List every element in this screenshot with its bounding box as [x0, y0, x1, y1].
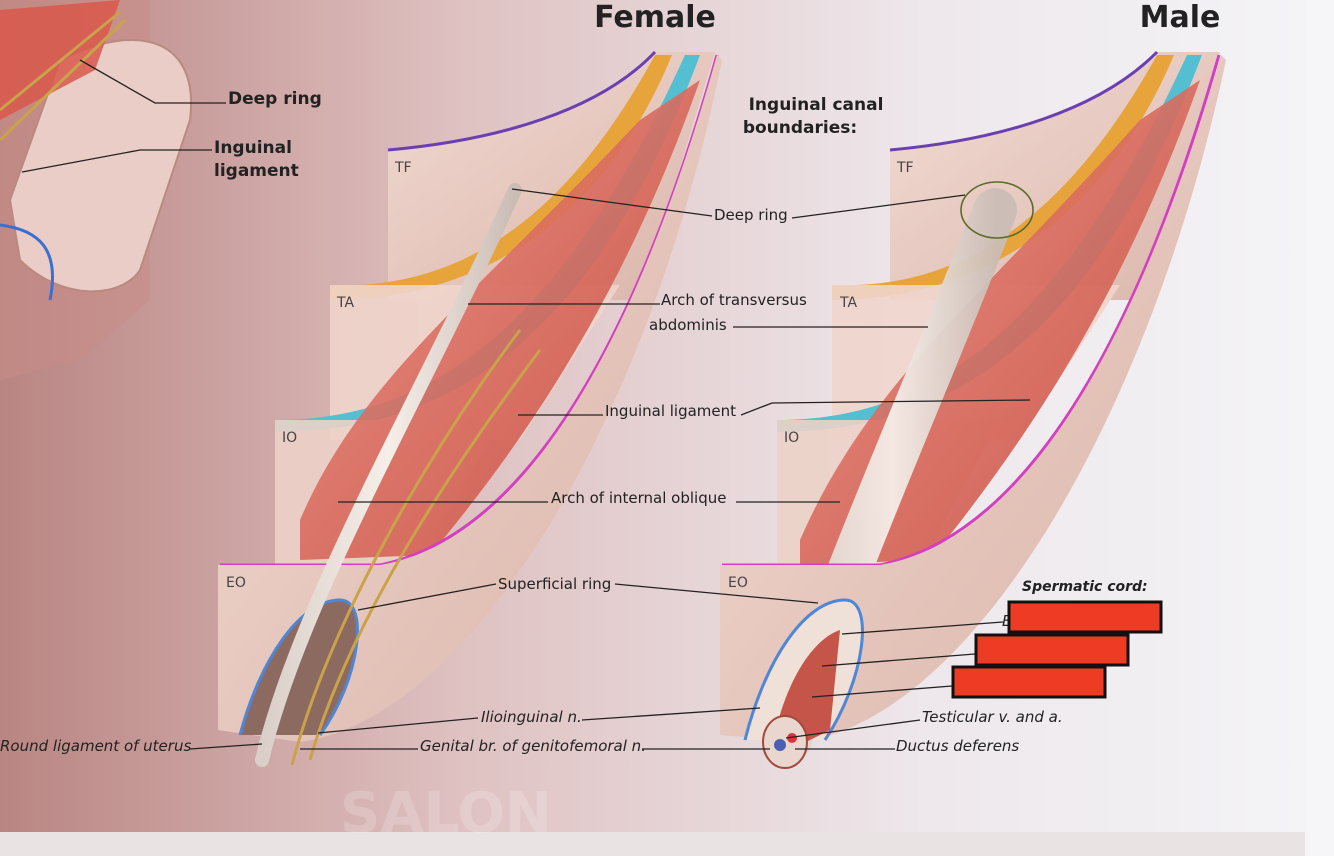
male-layer-eo: EO	[728, 575, 748, 591]
inguinal-ligament-leader-male	[740, 399, 1031, 416]
testicular-label: Testicular v. and a.	[922, 708, 1063, 726]
genital-branch-label: Genital br. of genitofemoral n.	[420, 737, 646, 755]
female-magenta-edge	[220, 54, 719, 567]
male-layer-io: IO	[784, 430, 799, 446]
male-testicular-vessels	[774, 739, 786, 751]
round-ligament-leader	[189, 743, 263, 750]
male-title: Male	[1140, 0, 1221, 35]
ilioinguinal-label: Ilioinguinal n.	[481, 708, 582, 726]
cord-layer-leader-3	[811, 685, 953, 698]
watermark: SALON	[340, 781, 552, 846]
redaction-box-1	[1007, 600, 1163, 634]
ductus-label: Ductus deferens	[896, 737, 1019, 755]
left-inguinal-ligament-label-1: Inguinal	[214, 138, 292, 158]
left-inguinal-ligament-label-2: ligament	[214, 161, 299, 181]
ilioinguinal-leader-male	[581, 707, 761, 721]
deep-ring-leader-male	[791, 194, 966, 219]
male-magenta-edge	[722, 54, 1221, 567]
left-deep-ring-label: Deep ring	[228, 89, 322, 109]
female-diagram: TF TA IO EO	[218, 50, 722, 767]
arch-internal-oblique-label: Arch of internal oblique	[551, 489, 726, 507]
superficial-ring-leader-male	[614, 583, 819, 604]
female-orange-band	[330, 55, 672, 300]
female-tf-purple-edge	[387, 50, 657, 152]
male-diagram: TF TA IO EO	[720, 50, 1226, 769]
spermatic-cord-partial-letter: E	[1002, 612, 1012, 630]
arch-transversus-label-1: Arch of transversus	[661, 291, 807, 309]
male-layer-tf: TF	[896, 160, 914, 176]
left-inguinal-ligament-leader	[21, 149, 212, 173]
testicular-leader	[785, 719, 921, 739]
female-layer-io: IO	[282, 430, 297, 446]
male-orange-band	[832, 55, 1174, 300]
female-eo-sheet	[218, 55, 722, 742]
female-superficial-ring	[238, 598, 359, 736]
male-deep-ring	[960, 181, 1034, 239]
female-title: Female	[594, 0, 716, 35]
arch-transversus-label-2: abdominis	[649, 316, 727, 334]
male-layer-ta: TA	[839, 295, 857, 311]
female-layer-ta: TA	[336, 295, 354, 311]
round-ligament-label: Round ligament of uterus	[0, 737, 191, 755]
boundaries-heading-line2: boundaries:	[743, 118, 857, 138]
female-ilioinguinal-nerve	[290, 329, 522, 766]
bottom-frame	[0, 832, 1334, 856]
male-ductus-deferens	[787, 733, 797, 743]
right-frame	[1305, 0, 1334, 856]
redaction-box-3	[951, 665, 1107, 699]
female-layer-eo: EO	[226, 575, 246, 591]
male-tf-purple-edge	[889, 50, 1159, 152]
male-eo-sheet	[720, 55, 1226, 742]
female-genital-branch	[308, 349, 542, 761]
female-layer-tf: TF	[394, 160, 412, 176]
cord-layer-leader-1	[841, 621, 1004, 635]
redaction-box-2	[974, 633, 1130, 667]
deep-ring-label: Deep ring	[714, 206, 788, 224]
cord-layer-leader-2	[821, 653, 976, 667]
boundaries-heading-line1: Inguinal canal	[749, 95, 884, 115]
spermatic-cord-heading: Spermatic cord:	[1022, 579, 1148, 595]
left-anatomy-panel	[0, 0, 193, 380]
superficial-ring-label: Superficial ring	[498, 575, 611, 593]
female-round-ligament	[255, 183, 522, 767]
ilioinguinal-leader-female	[317, 717, 479, 734]
inguinal-ligament-label: Inguinal ligament	[605, 402, 736, 420]
superficial-ring-leader-female	[357, 583, 497, 611]
deep-ring-leader-female	[511, 188, 713, 217]
left-deep-ring-leader	[79, 59, 226, 104]
